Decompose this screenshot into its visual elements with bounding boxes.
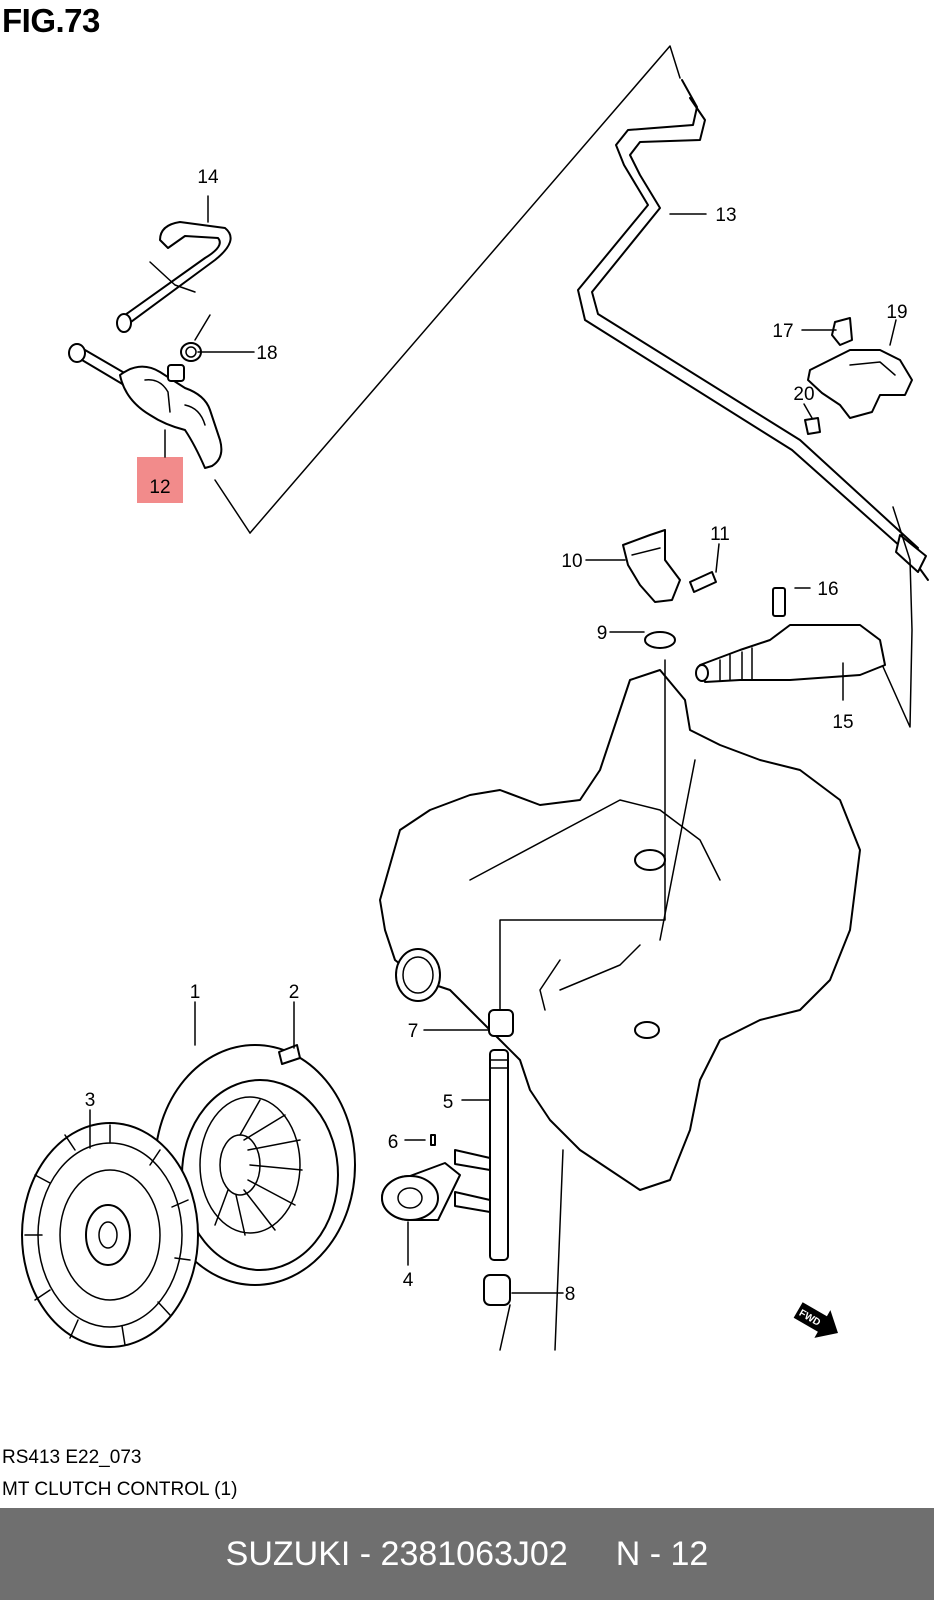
bushing-8 — [483, 1274, 511, 1306]
callout-7: 7 — [408, 1021, 419, 1042]
bushing-7 — [488, 1009, 514, 1037]
routing-lines — [214, 45, 913, 728]
callout-8: 8 — [565, 1284, 576, 1305]
diagram-code: RS413 E22_073 — [2, 1447, 142, 1468]
footer-bar: SUZUKI - 2381063J02 N - 12 — [0, 1508, 934, 1600]
footer-part-number: SUZUKI - 2381063J02 — [225, 1534, 568, 1573]
callout-11: 11 — [710, 524, 730, 545]
callout-15: 15 — [832, 712, 853, 733]
washer-9 — [644, 631, 676, 649]
callout-20: 20 — [793, 384, 814, 405]
bolt-11 — [689, 571, 717, 593]
highlight-box-12 — [137, 457, 183, 503]
callout-6: 6 — [388, 1132, 399, 1153]
leader-lines — [89, 195, 897, 1294]
callout-3: 3 — [85, 1090, 96, 1111]
figure-title: FIG.73 — [2, 2, 100, 39]
release-shaft — [454, 1049, 509, 1261]
bolt-2 — [278, 1044, 301, 1065]
clutch-disc — [21, 1122, 199, 1348]
callout-13: 13 — [715, 205, 736, 226]
callout-4: 4 — [403, 1270, 414, 1291]
transmission-case — [379, 669, 861, 1191]
slave-cylinder — [695, 587, 886, 683]
exploded-parts-diagram: FWD — [21, 45, 929, 1351]
callout-5: 5 — [443, 1092, 454, 1113]
callout-14: 14 — [197, 167, 219, 188]
callout-18: 18 — [256, 343, 277, 364]
callout-16: 16 — [817, 579, 838, 600]
shaft-guide-lines — [499, 659, 666, 1351]
clutch-cover — [154, 1044, 356, 1286]
callout-9: 9 — [597, 623, 608, 644]
callout-2: 2 — [289, 982, 300, 1003]
callout-1: 1 — [190, 982, 201, 1003]
master-cylinder — [68, 343, 223, 469]
clutch-pipe — [577, 79, 929, 581]
fwd-arrow-icon: FWD — [793, 1302, 838, 1338]
callout-12: 12 — [149, 477, 170, 498]
callout-19: 19 — [886, 302, 907, 323]
footer-position: N - 12 — [615, 1534, 709, 1573]
pipe-bracket — [804, 317, 913, 435]
callout-17: 17 — [772, 321, 793, 342]
release-fork — [622, 529, 681, 603]
clutch-hose — [116, 221, 232, 341]
diagram-name: MT CLUTCH CONTROL (1) — [2, 1479, 238, 1500]
release-bearing — [381, 1162, 461, 1221]
seal-6 — [430, 1134, 436, 1146]
callout-10: 10 — [561, 551, 582, 572]
